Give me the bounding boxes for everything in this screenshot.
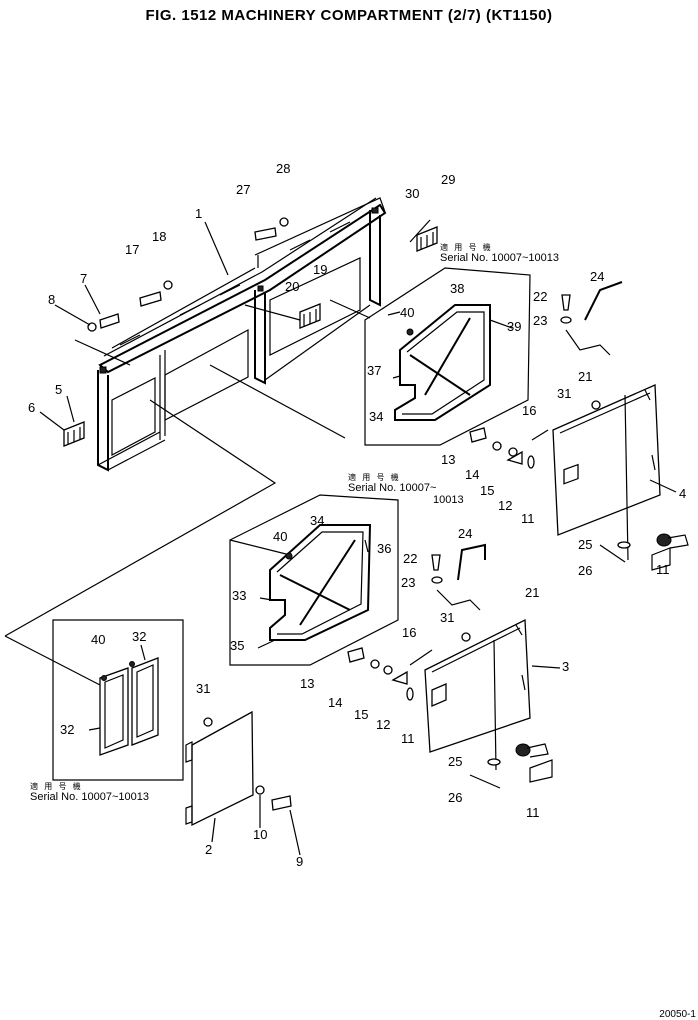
callout-11-lower-right: 11 [526, 805, 540, 820]
callout-16-upper: 16 [522, 403, 537, 418]
callout-36: 36 [377, 541, 392, 556]
callout-40-middle: 40 [273, 529, 288, 544]
callout-13-upper: 13 [441, 452, 456, 467]
callout-18: 18 [152, 229, 167, 244]
callout-26-lower: 26 [448, 790, 463, 805]
serial-note-text: Serial No. 10007~ [348, 482, 437, 494]
callout-40-upper: 40 [400, 305, 415, 320]
callout-30: 30 [405, 186, 420, 201]
compartment-frame [97, 197, 387, 472]
callout-21-lower: 21 [525, 585, 540, 600]
serial-note-top-right: 適 用 号 機 Serial No. 10007~10013 [440, 243, 559, 264]
callout-leaders [39, 221, 677, 856]
callout-37: 37 [367, 363, 382, 378]
callout-7: 7 [80, 271, 88, 286]
callout-22-lower: 22 [403, 551, 418, 566]
callout-20: 20 [285, 279, 300, 294]
callout-14-lower: 14 [328, 695, 343, 710]
guide-lines [4, 219, 431, 686]
callout-5: 5 [55, 382, 63, 397]
door-4 [552, 384, 689, 571]
serial-note-kanji: 適 用 号 機 [30, 782, 83, 791]
callout-35: 35 [230, 638, 245, 653]
serial-note-text-cont: 10013 [433, 494, 464, 506]
callout-2: 2 [205, 842, 213, 857]
callout-11-lower-center: 11 [401, 731, 415, 746]
callout-32-top: 32 [132, 629, 147, 644]
serial-note-bottom-left: 適 用 号 機 Serial No. 10007~10013 [30, 782, 149, 803]
callout-1: 1 [195, 206, 203, 221]
callout-31-middle: 31 [440, 610, 455, 625]
door-3 [424, 618, 553, 789]
drawing-code: 20050-1 [659, 1009, 696, 1020]
callout-12-lower: 12 [376, 717, 391, 732]
callout-9: 9 [296, 854, 304, 869]
callout-15-upper: 15 [480, 483, 495, 498]
callout-28: 28 [276, 161, 291, 176]
lower-left-gasket-group [52, 619, 184, 781]
callout-25-upper: 25 [578, 537, 593, 552]
callout-3: 3 [562, 659, 570, 674]
callout-27: 27 [236, 182, 251, 197]
serial-note-kanji: 適 用 号 機 [440, 243, 493, 252]
callout-23-upper: 23 [533, 313, 548, 328]
serial-note-text: Serial No. 10007~10013 [30, 791, 149, 803]
door-2 [185, 710, 254, 827]
callout-19: 19 [313, 262, 328, 277]
figure-title: FIG. 1512 MACHINERY COMPARTMENT (2/7) (K… [145, 7, 553, 24]
callout-17: 17 [125, 242, 140, 257]
upper-gasket-group [364, 267, 531, 446]
callout-10: 10 [253, 827, 268, 842]
serial-note-middle: 適 用 号 機 Serial No. 10007~ 10013 [348, 473, 464, 506]
callout-34-middle: 34 [310, 513, 325, 528]
callout-31-lower: 31 [196, 681, 211, 696]
callout-22-upper: 22 [533, 289, 548, 304]
callout-25-lower: 25 [448, 754, 463, 769]
serial-note-kanji: 適 用 号 機 [348, 473, 401, 482]
hardware-parts [63, 217, 623, 811]
callout-34-upper: 34 [369, 409, 384, 424]
callout-33: 33 [232, 588, 247, 603]
callout-6: 6 [28, 400, 36, 415]
callout-23-lower: 23 [401, 575, 416, 590]
callout-11-upper-center: 11 [521, 511, 535, 526]
callout-14-upper: 14 [465, 467, 480, 482]
callout-24-lower: 24 [458, 526, 473, 541]
callout-40-lower: 40 [91, 632, 106, 647]
callout-8: 8 [48, 292, 56, 307]
callout-16-lower: 16 [402, 625, 417, 640]
callout-29: 29 [441, 172, 456, 187]
callout-39: 39 [507, 319, 522, 334]
callout-4: 4 [679, 486, 687, 501]
middle-gasket-group [229, 494, 399, 666]
callout-32-left: 32 [60, 722, 75, 737]
callout-38: 38 [450, 281, 465, 296]
callout-11-upper-right: 11 [656, 562, 670, 577]
callout-31-upper: 31 [557, 386, 572, 401]
callout-26-upper: 26 [578, 563, 593, 578]
callout-13-lower: 13 [300, 676, 315, 691]
callout-15-lower: 15 [354, 707, 369, 722]
serial-note-text: Serial No. 10007~10013 [440, 252, 559, 264]
callout-24-upper: 24 [590, 269, 605, 284]
callout-12-upper: 12 [498, 498, 513, 513]
callout-21-upper: 21 [578, 369, 593, 384]
